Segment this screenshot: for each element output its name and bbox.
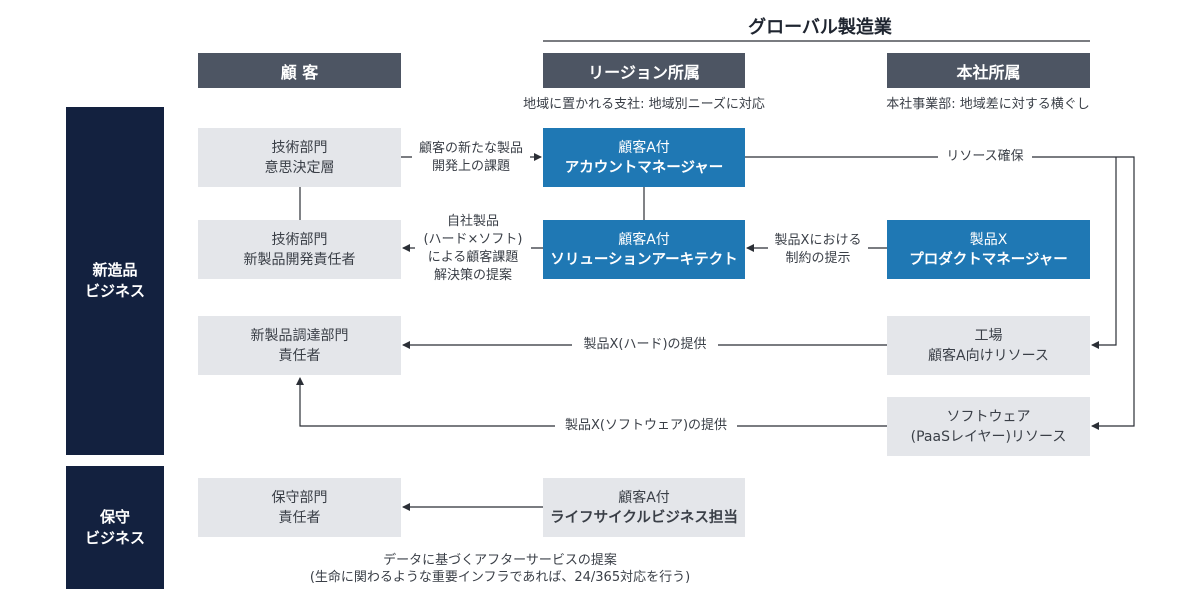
- box-software-line1: ソフトウェア: [946, 408, 1031, 425]
- label-hard-supply: 製品X(ハード)の提供: [572, 336, 718, 354]
- label-proposal: 自社製品 (ハード×ソフト) による顧客課題 解決策の提案: [415, 213, 531, 285]
- label-constraints: 製品Xにおける 制約の提示: [768, 232, 868, 268]
- label-new-issues-line1: 顧客の新たな製品: [418, 141, 523, 156]
- label-resource: リソース確保: [938, 148, 1032, 166]
- box-tech-decision-line1: 技術部門: [271, 139, 328, 156]
- column-header-hq: 本社所属: [887, 53, 1090, 88]
- box-tech-newprod-line2: 新製品開発責任者: [243, 251, 356, 268]
- box-procurement-line2: 責任者: [278, 347, 321, 364]
- column-header-customer: 顧 客: [198, 53, 401, 88]
- label-soft-supply: 製品X(ソフトウェア)の提供: [555, 417, 737, 435]
- box-solution-architect: 顧客A付 ソリューションアーキテクト: [543, 220, 745, 279]
- footnote: データに基づくアフターサービスの提案 (生命に関わるような重要インフラであれば、…: [260, 552, 740, 586]
- box-factory: 工場 顧客A向けリソース: [887, 316, 1090, 375]
- section-maintenance-line2: ビジネス: [84, 528, 145, 547]
- label-proposal-line3: による顧客課題: [427, 250, 519, 265]
- hq-subtitle: 本社事業部: 地域差に対する横ぐし: [886, 97, 1090, 112]
- box-software-line2: (PaaSレイヤー)リソース: [910, 428, 1067, 445]
- box-lifecycle-line1: 顧客A付: [618, 489, 670, 506]
- box-maintenance-dept-line1: 保守部門: [271, 489, 328, 506]
- box-procurement-line1: 新製品調達部門: [250, 327, 349, 344]
- box-tech-decision-line2: 意思決定層: [264, 159, 335, 176]
- box-product-manager-line1: 製品X: [969, 231, 1008, 248]
- label-proposal-line4: 解決策の提案: [433, 268, 512, 283]
- box-solution-architect-line2: ソリューションアーキテクト: [550, 251, 738, 268]
- label-constraints-line2: 制約の提示: [785, 251, 851, 266]
- section-new-business: 新造品 ビジネス: [66, 107, 164, 455]
- box-procurement: 新製品調達部門 責任者: [198, 316, 401, 375]
- footnote-line2: (生命に関わるような重要インフラであれば、24/365対応を行う): [309, 570, 691, 585]
- box-maintenance-dept-line2: 責任者: [278, 509, 321, 526]
- box-product-manager-line2: プロダクトマネージャー: [909, 251, 1068, 268]
- label-proposal-line2: (ハード×ソフト): [423, 232, 523, 247]
- label-new-issues-line2: 開発上の課題: [431, 159, 510, 174]
- arrow-resource-factory: [1091, 157, 1117, 349]
- section-new-business-line1: 新造品: [92, 261, 138, 279]
- diagram-title: グローバル製造業: [748, 17, 892, 38]
- box-tech-newprod: 技術部門 新製品開発責任者: [198, 220, 401, 279]
- region-subtitle: 地域に置かれる支社: 地域別ニーズに対応: [523, 97, 765, 112]
- box-product-manager: 製品X プロダクトマネージャー: [887, 220, 1090, 279]
- box-account-manager: 顧客A付 アカウントマネージャー: [543, 128, 745, 187]
- box-lifecycle: 顧客A付 ライフサイクルビジネス担当: [543, 478, 745, 537]
- box-maintenance-dept: 保守部門 責任者: [198, 478, 401, 537]
- box-solution-architect-line1: 顧客A付: [618, 231, 670, 248]
- box-software: ソフトウェア (PaaSレイヤー)リソース: [887, 397, 1090, 456]
- section-new-business-line2: ビジネス: [84, 282, 145, 300]
- label-new-issues: 顧客の新たな製品 開発上の課題: [412, 140, 530, 176]
- box-factory-line1: 工場: [974, 327, 1003, 344]
- box-tech-decision: 技術部門 意思決定層: [198, 128, 401, 187]
- footnote-line1: データに基づくアフターサービスの提案: [383, 553, 617, 568]
- arrow-resource-software: [745, 156, 1135, 430]
- label-proposal-line1: 自社製品: [446, 214, 499, 229]
- section-maintenance: 保守 ビジネス: [66, 466, 164, 589]
- column-header-region: リージョン所属: [543, 53, 745, 88]
- box-lifecycle-line2: ライフサイクルビジネス担当: [550, 509, 738, 526]
- label-constraints-line1: 製品Xにおける: [774, 233, 862, 248]
- box-account-manager-line1: 顧客A付: [618, 139, 670, 156]
- box-tech-newprod-line1: 技術部門: [271, 231, 328, 248]
- box-account-manager-line2: アカウントマネージャー: [564, 159, 724, 176]
- box-factory-line2: 顧客A向けリソース: [928, 347, 1049, 364]
- section-maintenance-line1: 保守: [99, 507, 130, 526]
